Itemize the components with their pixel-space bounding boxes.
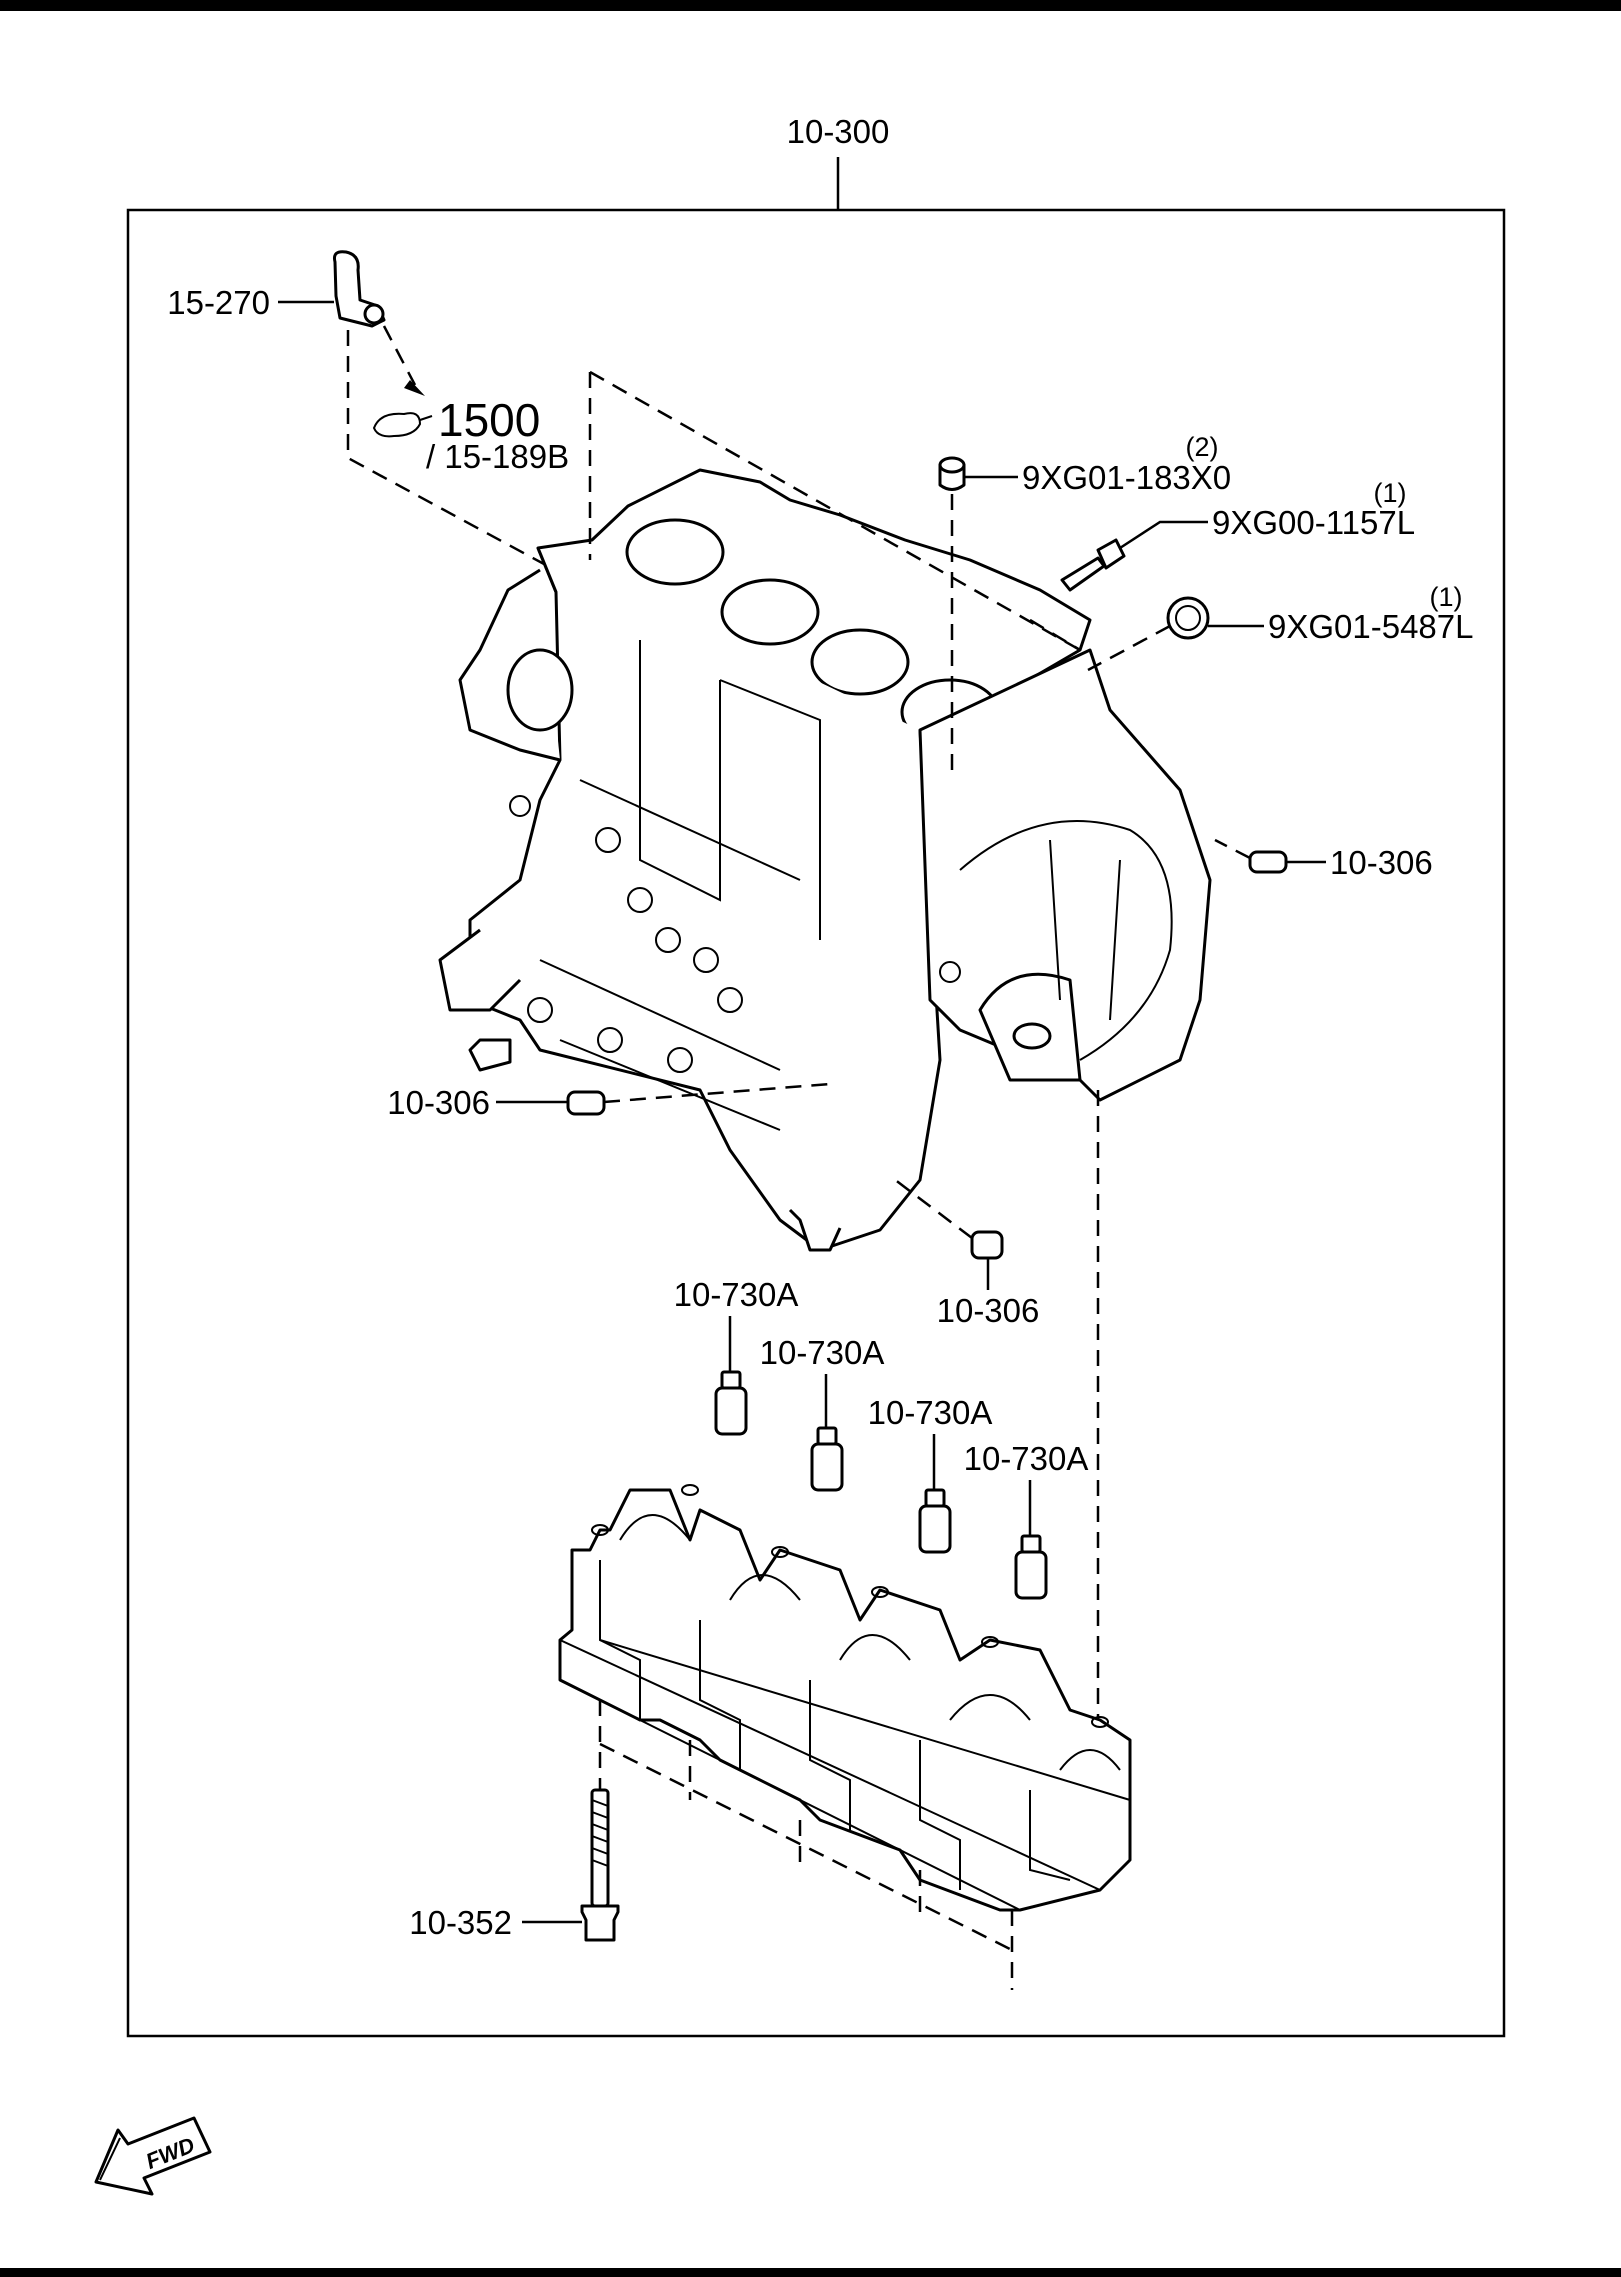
dowel-left-label[interactable]: 10-306 [387,1084,490,1121]
bolt-qty[interactable]: (1) [1374,478,1407,508]
jet-4-label[interactable]: 10-730A [964,1440,1089,1477]
main-bolt-label[interactable]: 10-352 [409,1904,512,1941]
sealant-qty[interactable]: 1500 [438,394,540,446]
sealant-icon [372,412,433,438]
dowel-bottom-part[interactable] [970,1230,1004,1260]
cap-part[interactable] [1166,596,1210,640]
assembly-label[interactable]: 10-300 [787,113,890,150]
fwd-arrow-icon [94,2116,212,2196]
plug-label[interactable]: 9XG01-183X0 [1022,459,1231,496]
cap-label[interactable]: 9XG01-5487L [1268,608,1474,645]
dowel-right-part[interactable] [1248,850,1288,874]
plug-qty[interactable]: (2) [1186,432,1219,462]
dowel-bottom-label[interactable]: 10-306 [937,1292,1040,1329]
jet-2-part[interactable] [810,1426,844,1492]
jet-1-label[interactable]: 10-730A [674,1276,799,1313]
jet-4-part[interactable] [1014,1534,1048,1600]
bolt-part[interactable] [1060,538,1126,592]
jet-3-label[interactable]: 10-730A [868,1394,993,1431]
pcv-hose-label[interactable]: 15-270 [167,284,270,321]
dowel-right-label[interactable]: 10-306 [1330,844,1433,881]
plug-part[interactable] [938,456,966,491]
cap-qty[interactable]: (1) [1430,582,1463,612]
main-bolt-part[interactable] [580,1788,620,1942]
bolt-label[interactable]: 9XG00-1157L [1212,504,1415,541]
jet-1-part[interactable] [714,1370,748,1436]
bearing-bedplate[interactable] [558,1484,1132,1912]
sealant-ref[interactable]: / 15-189B [426,438,569,475]
dowel-left-part[interactable] [566,1090,606,1116]
jet-3-part[interactable] [918,1488,952,1554]
cylinder-block[interactable] [438,468,1212,1252]
pcv-hose-part[interactable] [333,250,386,328]
bottom-bar [0,2268,1621,2277]
assembly-frame [126,208,1506,2038]
top-bar [0,0,1621,11]
jet-2-label[interactable]: 10-730A [760,1334,885,1371]
